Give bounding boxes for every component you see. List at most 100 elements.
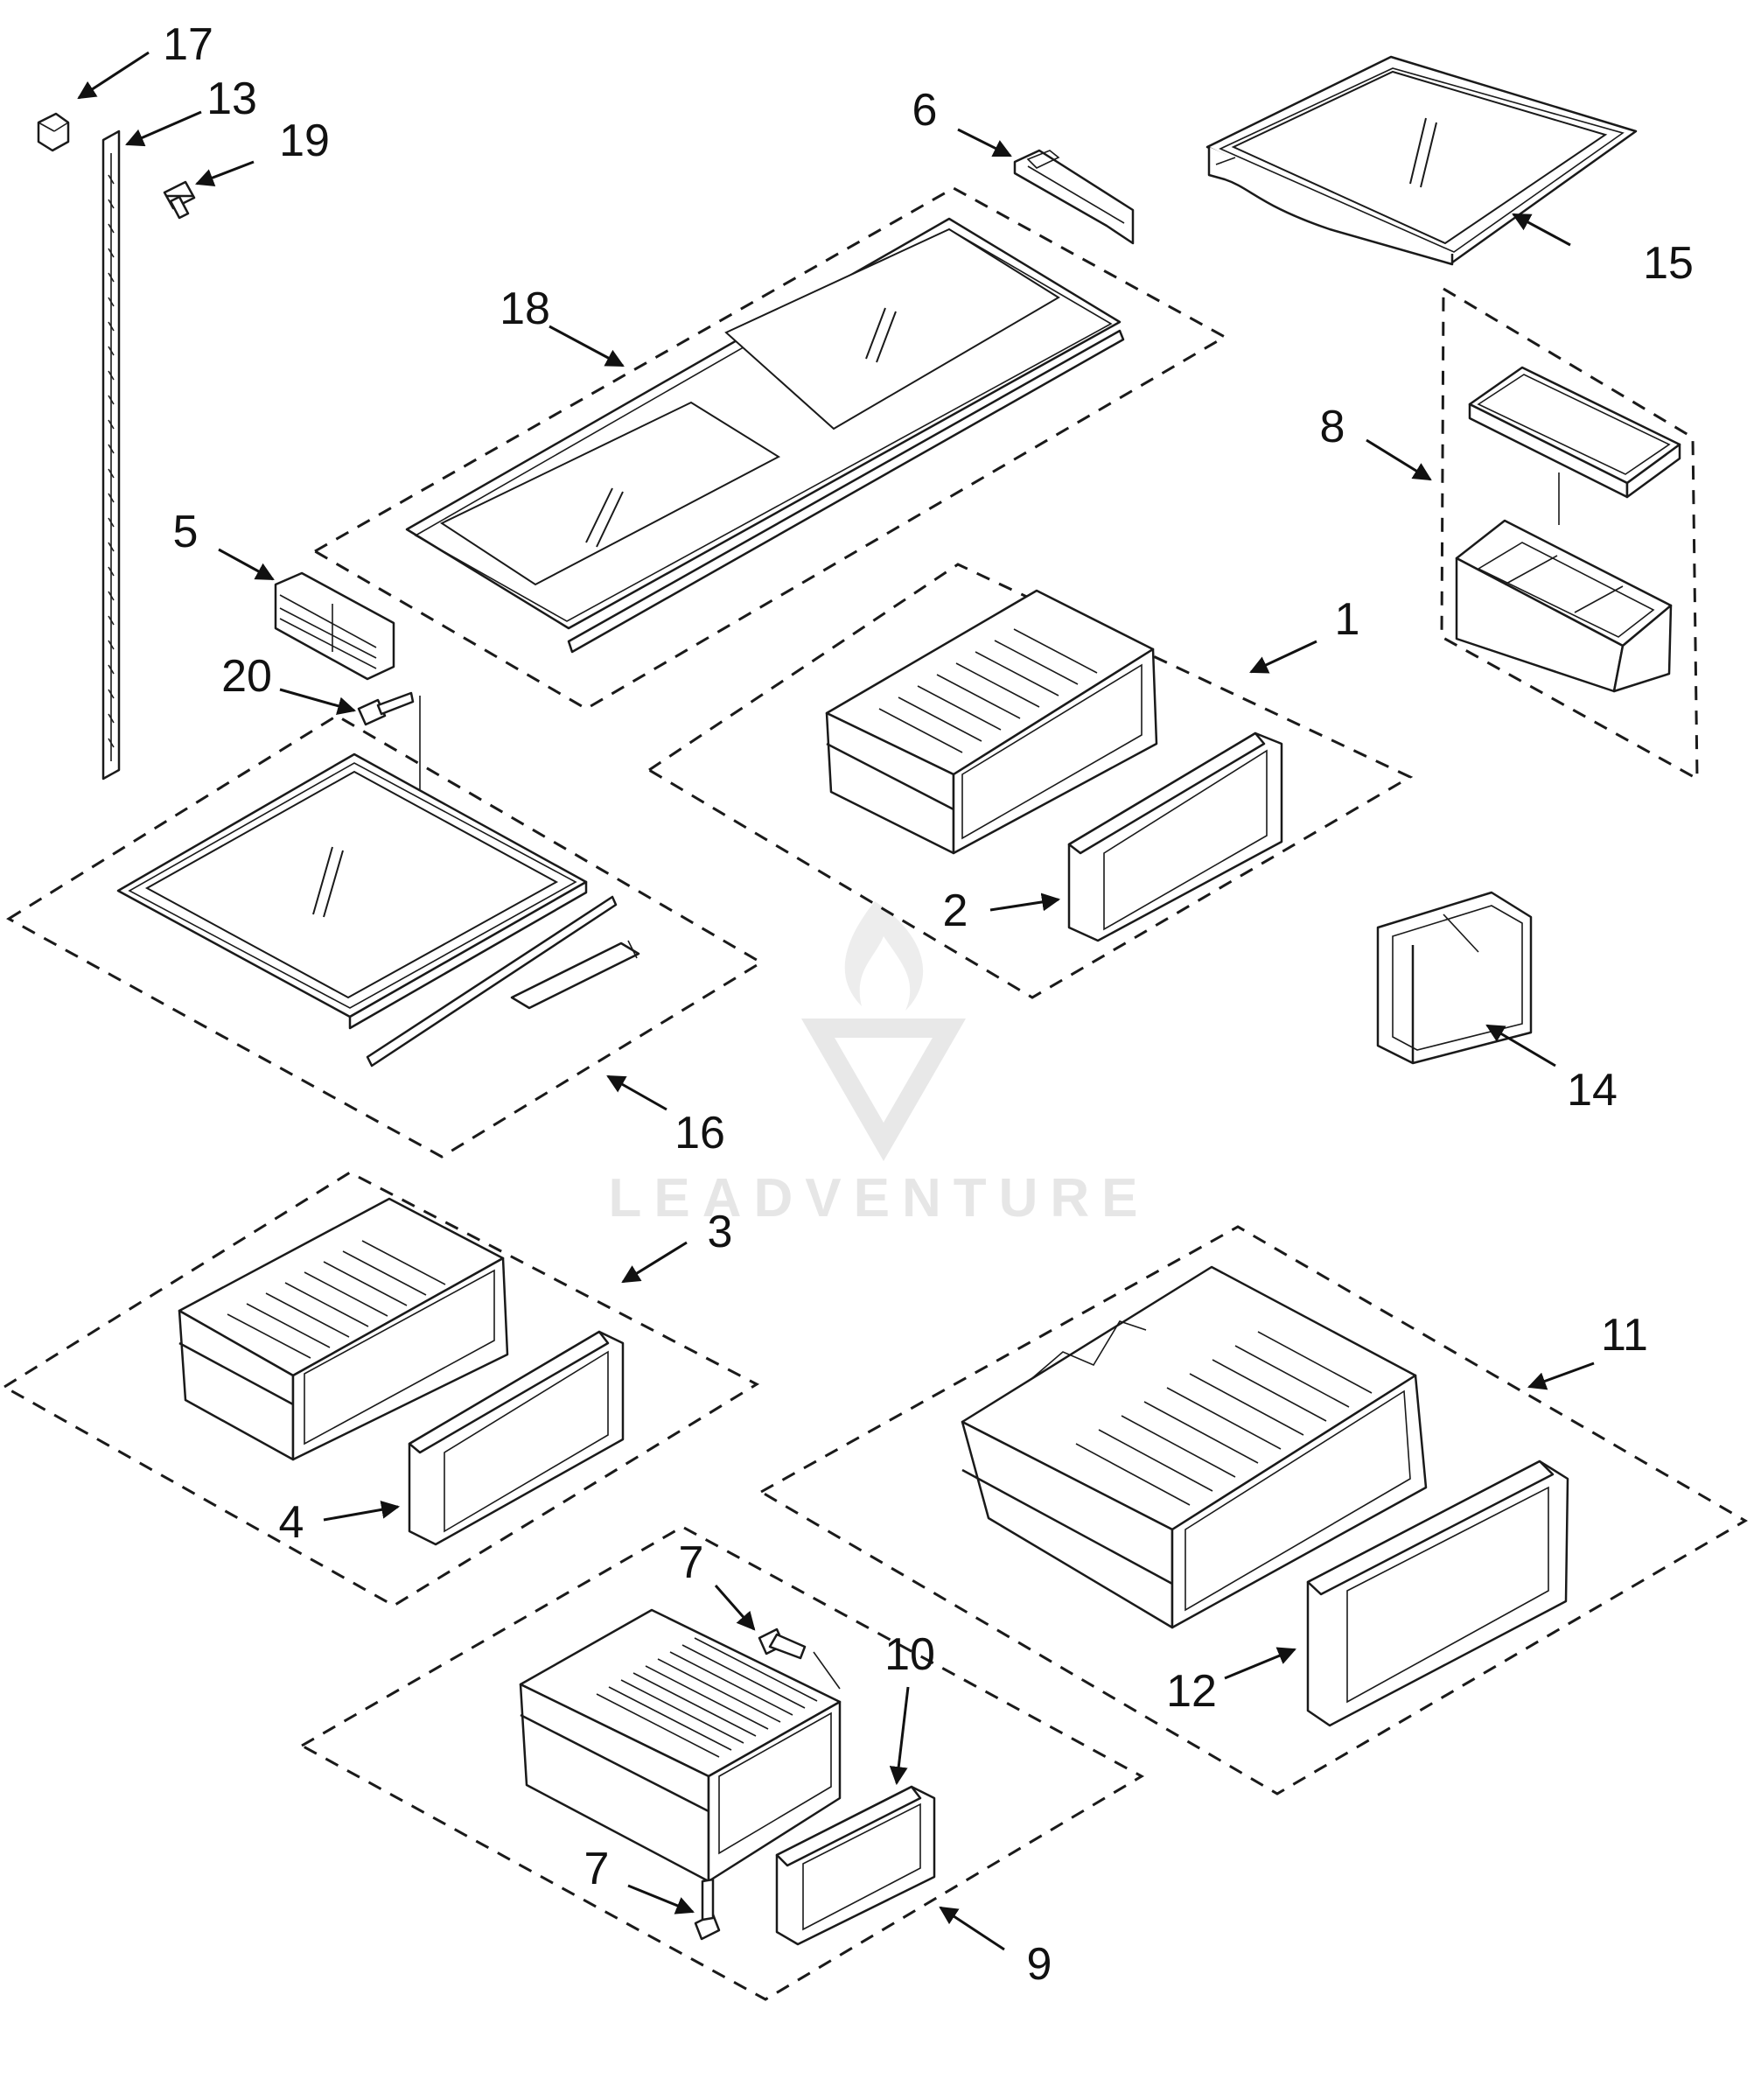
callout-3: 3 xyxy=(708,1207,733,1257)
line-detail xyxy=(361,1240,446,1285)
part-18-glass-shelf xyxy=(405,217,1125,654)
part-8-bin-with-lid xyxy=(1455,366,1681,693)
line-detail xyxy=(108,272,115,283)
callout-9: 9 xyxy=(1027,1939,1052,1990)
line-detail xyxy=(1257,1331,1373,1394)
line-detail xyxy=(1189,1373,1304,1436)
part-19-screw xyxy=(163,180,196,220)
part-9-drawer xyxy=(519,1608,842,1883)
line-detail xyxy=(246,1303,331,1348)
line-detail xyxy=(898,696,982,742)
line-detail xyxy=(304,1271,388,1317)
callout-14: 14 xyxy=(1567,1065,1618,1116)
line-detail xyxy=(342,1250,427,1296)
callout-10: 10 xyxy=(884,1629,935,1680)
callout-13: 13 xyxy=(206,74,257,124)
line-detail xyxy=(1121,1415,1236,1478)
line-detail xyxy=(108,395,115,405)
line-detail xyxy=(108,640,115,650)
line-detail xyxy=(108,689,115,699)
line-detail xyxy=(1013,628,1098,674)
line-detail xyxy=(108,297,115,307)
callout-18: 18 xyxy=(500,284,550,334)
line-detail xyxy=(620,1679,744,1744)
callout-labels: 17 13 19 6 15 18 8 5 20 1 2 14 16 3 4 11… xyxy=(163,19,1694,1990)
line-detail xyxy=(632,1672,757,1737)
callout-5: 5 xyxy=(173,507,199,557)
line-detail xyxy=(936,674,1021,719)
part-2-drawer-front xyxy=(1067,732,1283,942)
line-detail xyxy=(108,370,115,381)
callout-16: 16 xyxy=(674,1108,725,1158)
line-detail xyxy=(681,1644,806,1709)
line-detail xyxy=(108,248,115,258)
group-outline-3-4 xyxy=(2,1171,760,1607)
callout-7-upper: 7 xyxy=(679,1537,704,1588)
line-detail xyxy=(265,1292,350,1338)
line-detail xyxy=(1075,1443,1191,1506)
leader-lines xyxy=(77,51,1595,1951)
line-detail xyxy=(878,708,963,753)
line-detail xyxy=(108,517,115,528)
part-15-shelf xyxy=(1205,55,1638,266)
line-detail xyxy=(323,1261,408,1306)
callout-20: 20 xyxy=(221,651,272,702)
line-detail xyxy=(657,1658,781,1723)
part-11-large-drawer xyxy=(961,1265,1428,1629)
line-detail xyxy=(108,223,115,234)
part-14-door-bin xyxy=(1376,891,1533,1065)
callout-2: 2 xyxy=(943,886,968,936)
line-detail xyxy=(975,651,1059,696)
group-outline-8 xyxy=(1440,286,1699,781)
line-detail xyxy=(108,174,115,185)
line-detail xyxy=(994,640,1079,685)
line-detail xyxy=(669,1651,793,1716)
line-detail xyxy=(108,321,115,332)
callout-15: 15 xyxy=(1643,238,1694,289)
line-detail xyxy=(108,468,115,479)
callout-6: 6 xyxy=(912,85,938,136)
line-detail xyxy=(917,685,1002,731)
line-detail xyxy=(108,444,115,454)
part-12-drawer-front xyxy=(1306,1460,1569,1727)
line-detail xyxy=(108,615,115,626)
callout-17: 17 xyxy=(163,19,213,70)
callout-11: 11 xyxy=(1601,1310,1648,1361)
line-detail xyxy=(1098,1429,1213,1492)
group-outline-11-12 xyxy=(758,1225,1748,1796)
line-detail xyxy=(108,664,115,675)
line-detail xyxy=(1166,1387,1282,1450)
line-detail xyxy=(284,1282,369,1327)
line-detail xyxy=(108,493,115,503)
line-detail xyxy=(108,591,115,601)
line-detail xyxy=(108,542,115,552)
group-outline-18 xyxy=(311,186,1228,710)
line-detail xyxy=(108,199,115,209)
watermark: LEADVENTURE xyxy=(608,901,1150,1228)
part-3-crisper-drawer xyxy=(178,1197,509,1461)
watermark-text: LEADVENTURE xyxy=(608,1168,1150,1228)
line-detail xyxy=(108,419,115,430)
part-6-bracket xyxy=(1013,149,1135,245)
line-detail xyxy=(108,566,115,577)
callout-8: 8 xyxy=(1320,402,1345,452)
line-detail xyxy=(955,662,1040,708)
line-detail xyxy=(694,1637,818,1702)
part-1-crisper-drawer xyxy=(825,589,1158,855)
part-10-drawer-front xyxy=(775,1785,936,1946)
group-outline-16 xyxy=(6,714,764,1158)
callout-4: 4 xyxy=(279,1497,304,1548)
group-outline-9-10 xyxy=(298,1525,1145,2001)
line-detail xyxy=(108,713,115,724)
line-detail xyxy=(1143,1401,1259,1464)
line-detail xyxy=(1212,1359,1327,1422)
line-detail xyxy=(108,738,115,748)
line-detail xyxy=(596,1693,720,1758)
part-7-screw-lower xyxy=(694,1878,721,1941)
part-4-drawer-front xyxy=(408,1330,625,1546)
line-detail xyxy=(645,1665,769,1730)
part-17-rail-cap xyxy=(37,112,70,152)
callout-7-lower: 7 xyxy=(584,1844,610,1894)
